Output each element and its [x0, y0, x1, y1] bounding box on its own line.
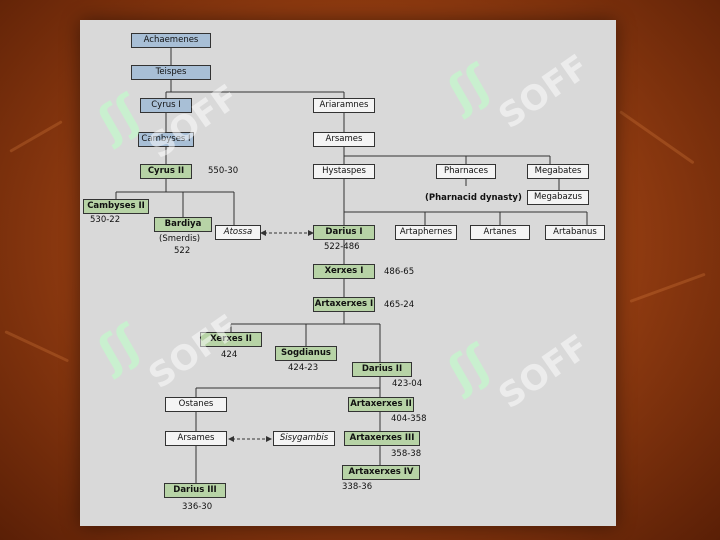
note-sogdianus-years: 424-23	[288, 363, 319, 373]
note-xerxes-i-years: 486-65	[384, 267, 415, 277]
node-megabazus: Megabazus	[527, 190, 589, 205]
node-arsames-1: Arsames	[313, 132, 375, 147]
family-tree-panel: Achaemenes Teispes Cyrus I Cambyses I Cy…	[80, 20, 616, 526]
node-achaemenes: Achaemenes	[131, 33, 211, 48]
node-teispes: Teispes	[131, 65, 211, 80]
note-bardiya-year: 522	[174, 246, 191, 256]
node-arsames-2: Arsames	[165, 431, 227, 446]
node-artaxerxes-ii: Artaxerxes II	[348, 397, 414, 412]
node-cyrus-i: Cyrus I	[140, 98, 192, 113]
node-bardiya: Bardiya	[154, 217, 212, 232]
node-cambyses-ii: Cambyses II	[83, 199, 149, 214]
tree-connectors	[115, 48, 588, 483]
note-xerxes-ii-year: 424	[221, 350, 238, 360]
node-xerxes-i: Xerxes I	[313, 264, 375, 279]
background-streak	[619, 110, 695, 165]
note-pharnacid-dynasty: (Pharnacid dynasty)	[425, 193, 522, 203]
node-artaxerxes-iii: Artaxerxes III	[344, 431, 420, 446]
node-ostanes: Ostanes	[165, 397, 227, 412]
node-darius-iii: Darius III	[164, 483, 226, 498]
node-sogdianus: Sogdianus	[275, 346, 337, 361]
note-darius-i-years: 522-486	[324, 242, 360, 252]
note-artaxerxes-ii-years: 404-358	[391, 414, 427, 424]
note-bardiya-alias: (Smerdis)	[159, 234, 201, 244]
note-artaxerxes-iii-years: 358-38	[391, 449, 422, 459]
node-megabates: Megabates	[527, 164, 589, 179]
node-darius-ii: Darius II	[352, 362, 412, 377]
node-artaphernes: Artaphernes	[395, 225, 457, 240]
node-pharnaces: Pharnaces	[436, 164, 496, 179]
note-darius-iii-years: 336-30	[182, 502, 213, 512]
node-xerxes-ii: Xerxes II	[200, 332, 262, 347]
node-atossa: Atossa	[215, 225, 261, 240]
node-darius-i: Darius I	[313, 225, 375, 240]
background-streak	[629, 272, 706, 303]
node-artanes: Artanes	[470, 225, 530, 240]
note-cambyses-ii-years: 530-22	[90, 215, 121, 225]
node-artaxerxes-i: Artaxerxes I	[313, 297, 375, 312]
node-artabanus: Artabanus	[545, 225, 605, 240]
note-artaxerxes-i-years: 465-24	[384, 300, 415, 310]
background-streak	[4, 330, 70, 363]
note-cyrus-ii-years: 550-30	[208, 166, 239, 176]
note-darius-ii-years: 423-04	[392, 379, 423, 389]
node-ariaramnes: Ariaramnes	[313, 98, 375, 113]
note-artaxerxes-iv-years: 338-36	[342, 482, 373, 492]
node-sisygambis: Sisygambis	[273, 431, 335, 446]
node-artaxerxes-iv: Artaxerxes IV	[342, 465, 420, 480]
node-hystaspes: Hystaspes	[313, 164, 375, 179]
node-cyrus-ii: Cyrus II	[140, 164, 192, 179]
background-streak	[9, 120, 63, 153]
node-cambyses-i: Cambyses I	[138, 132, 194, 147]
